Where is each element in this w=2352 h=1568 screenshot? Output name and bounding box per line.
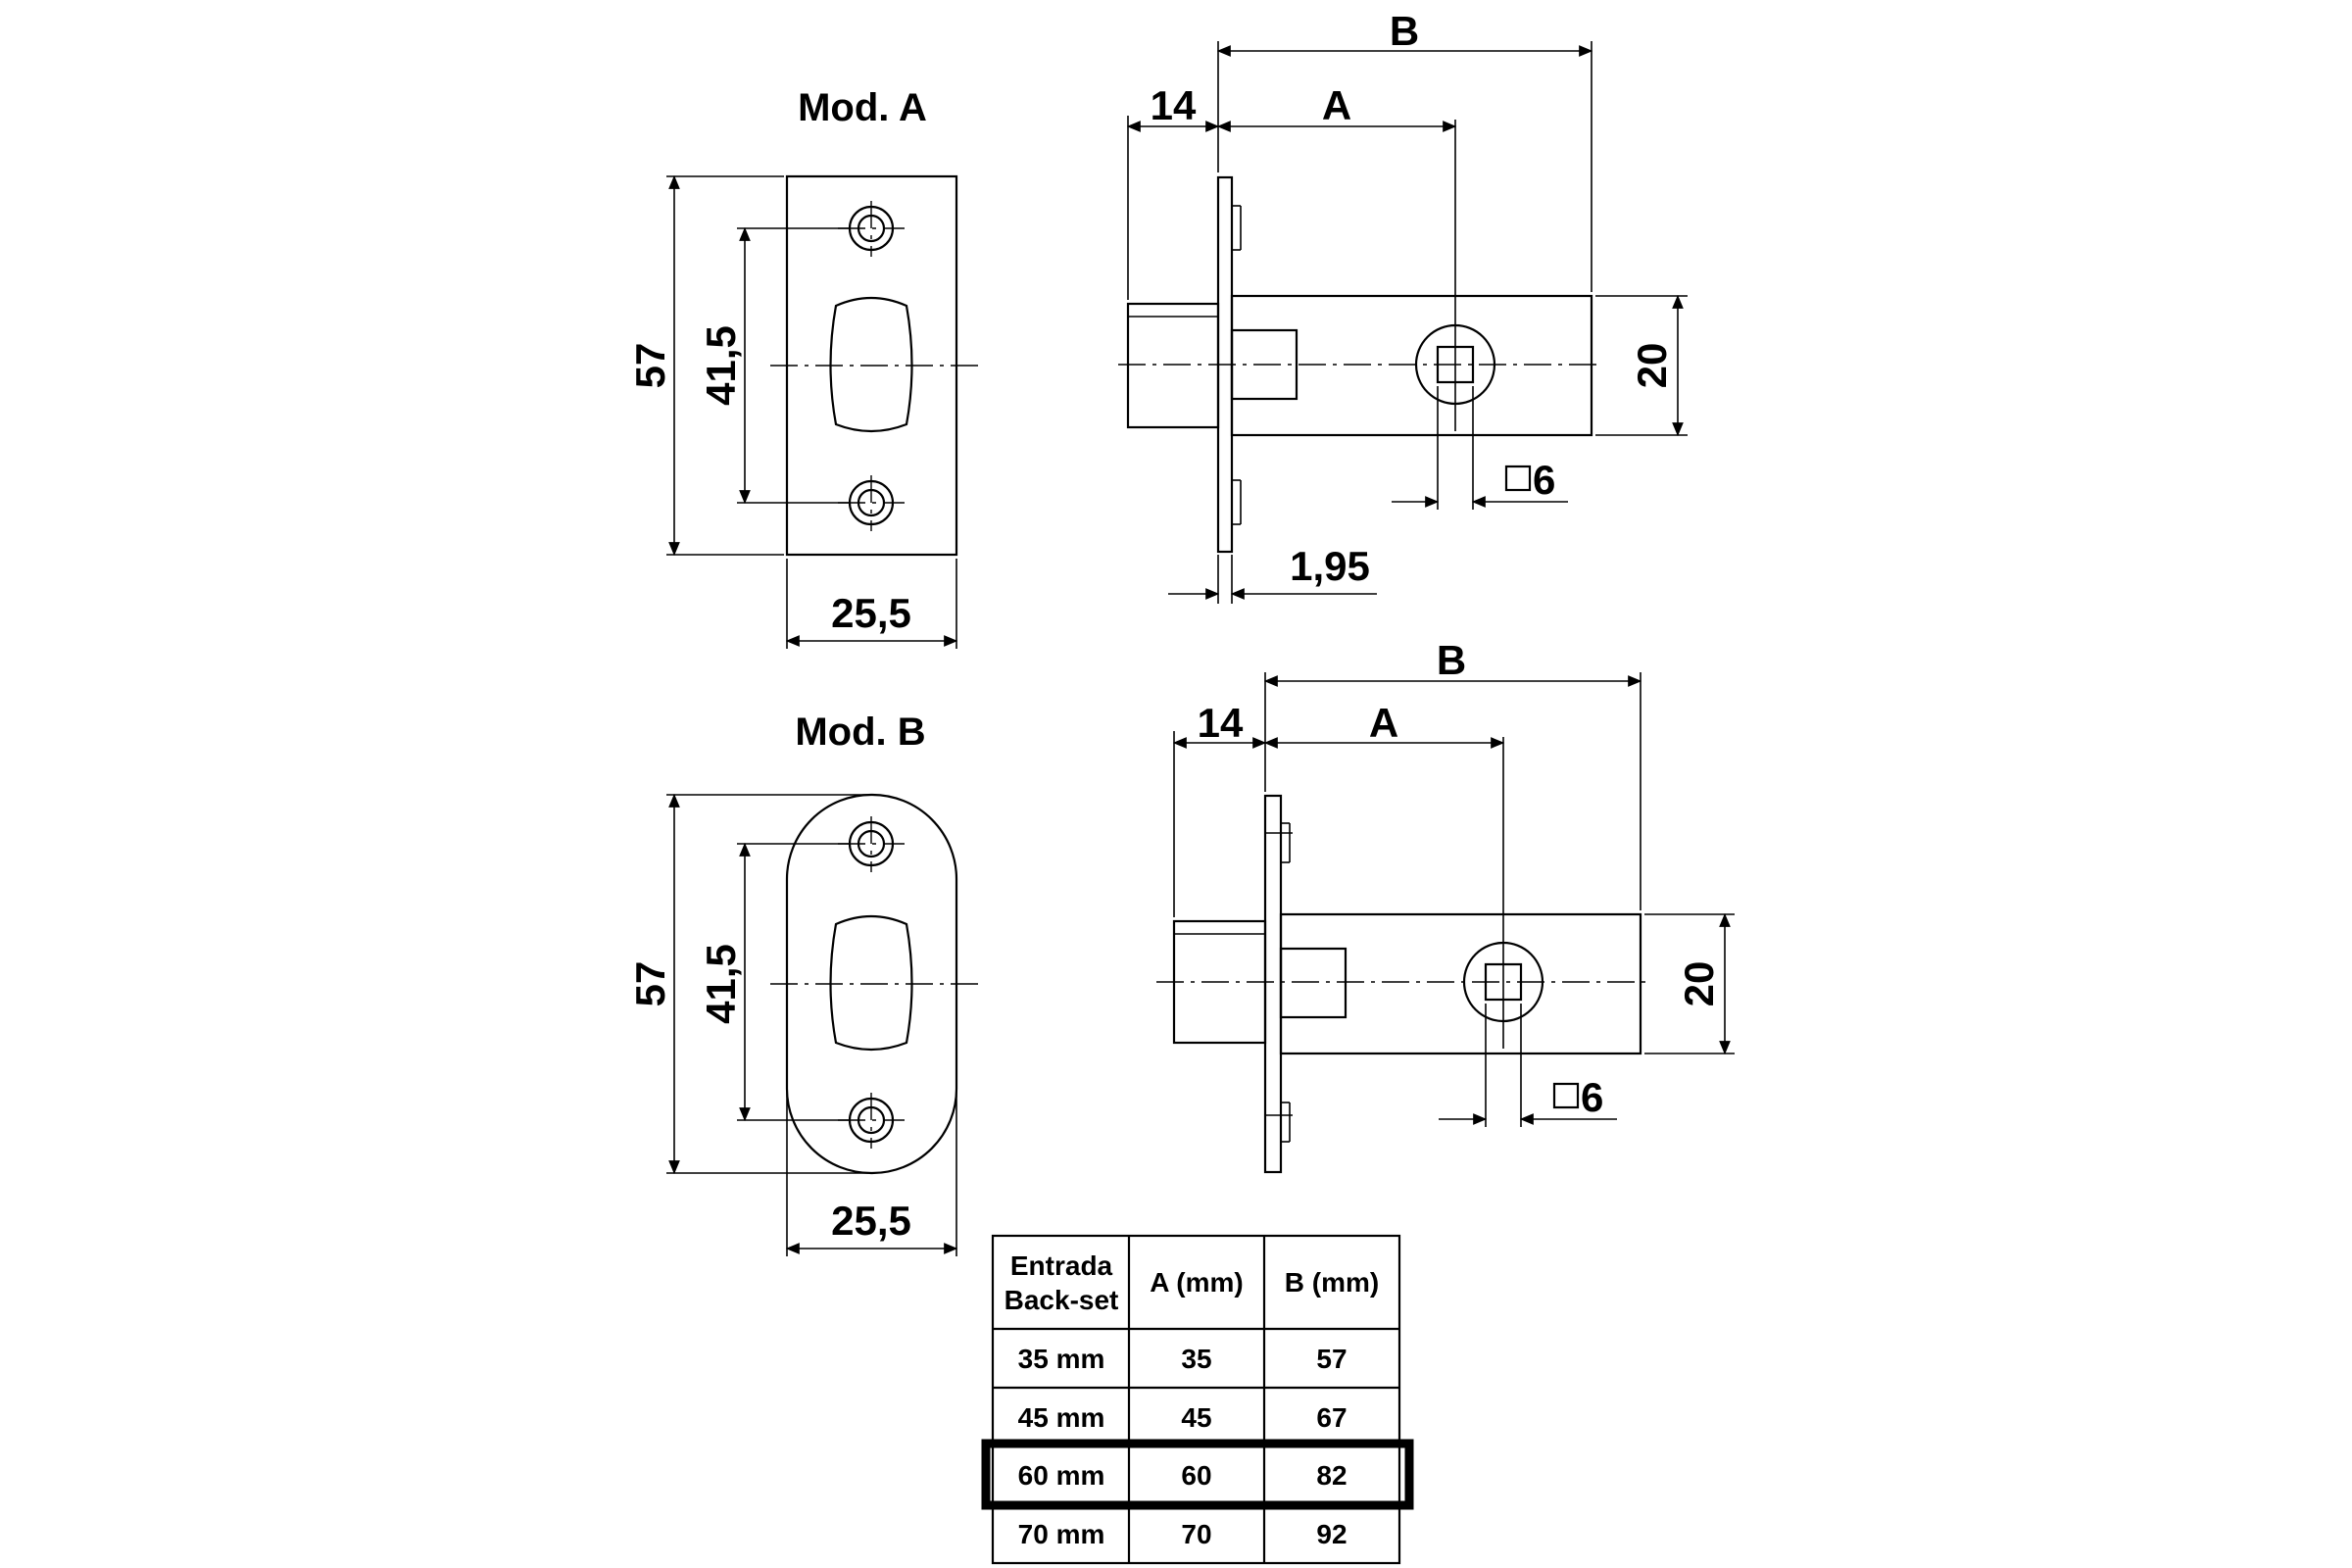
mod-a-plate-thickness-label: 1,95: [1290, 543, 1370, 589]
table-row-highlight-frame: [981, 1439, 1414, 1510]
mod-b-side-view: B 14 A 20 6: [1156, 637, 1735, 1174]
table-cell-b: 67: [1316, 1402, 1347, 1433]
table-row-highlighted: 60 mm 60 82: [1018, 1460, 1348, 1491]
table-cell-a: 60: [1181, 1460, 1211, 1491]
table-cell-a: 45: [1181, 1402, 1211, 1433]
mod-a-height-label: 57: [627, 343, 673, 389]
mod-b-width-label: 25,5: [831, 1198, 911, 1244]
table-row: 45 mm 45 67: [1018, 1402, 1348, 1433]
mod-b-case-height-label: 20: [1676, 961, 1722, 1007]
mod-b-overall-length-label: B: [1437, 637, 1466, 683]
mod-b-latch-case: [1279, 912, 1642, 1055]
mod-a-backset-label: A: [1322, 82, 1351, 128]
table-cell-b: 57: [1316, 1344, 1347, 1374]
table-header-a: A (mm): [1150, 1267, 1243, 1298]
table-cell-b: 82: [1316, 1460, 1347, 1491]
table-cell-entrada: 35 mm: [1018, 1344, 1105, 1374]
mod-b-faceplate-view: Mod. B 57 41,5 25,5: [627, 710, 978, 1256]
mod-a-latch-bolt: [1126, 302, 1220, 429]
mod-a-square-symbol: [1504, 465, 1532, 492]
mod-a-latch-case: [1230, 294, 1593, 437]
mod-b-latch-opening: [829, 914, 913, 1052]
mod-a-width-label: 25,5: [831, 590, 911, 636]
mod-b-screw-spacing-label: 41,5: [698, 944, 744, 1024]
mod-a-case-height-label: 20: [1629, 343, 1675, 389]
table-cell-entrada: 70 mm: [1018, 1519, 1105, 1549]
mod-a-side-view: B 14 A 20 6 1,95: [1118, 8, 1688, 604]
mod-b-square-symbol: [1552, 1082, 1580, 1109]
mod-b-tail: [1279, 947, 1348, 1019]
mod-a-overall-length-label: B: [1390, 8, 1419, 54]
table-cell-a: 70: [1181, 1519, 1211, 1549]
mod-a-spindle-square-label: 6: [1533, 457, 1555, 503]
table-cell-b: 92: [1316, 1519, 1347, 1549]
mod-b-title: Mod. B: [795, 710, 925, 754]
mod-a-screw-spacing-label: 41,5: [698, 325, 744, 406]
mod-b-frontplate-depth-label: 14: [1198, 700, 1244, 746]
backset-table: Entrada Back-set A (mm) B (mm) 35 mm 35 …: [981, 1234, 1414, 1565]
table-cell-entrada: 45 mm: [1018, 1402, 1105, 1433]
mod-b-height-label: 57: [627, 961, 673, 1007]
table-row: 70 mm 70 92: [1018, 1519, 1348, 1549]
mod-a-latch-opening: [829, 296, 913, 433]
table-header-entrada: Entrada: [1010, 1250, 1113, 1281]
mod-b-backset-label: A: [1369, 700, 1398, 746]
mod-a-title: Mod. A: [798, 86, 927, 129]
mod-b-spindle-square-label: 6: [1581, 1074, 1603, 1120]
table-cell-entrada: 60 mm: [1018, 1460, 1105, 1491]
table-cell-a: 35: [1181, 1344, 1211, 1374]
table-row: 35 mm 35 57: [1018, 1344, 1348, 1374]
table-header-b: B (mm): [1285, 1267, 1379, 1298]
mod-a-frontplate-depth-label: 14: [1151, 82, 1197, 128]
mod-a-faceplate-view: Mod. A 57 41,5 25,5: [627, 86, 978, 649]
table-header-backset: Back-set: [1004, 1285, 1119, 1315]
